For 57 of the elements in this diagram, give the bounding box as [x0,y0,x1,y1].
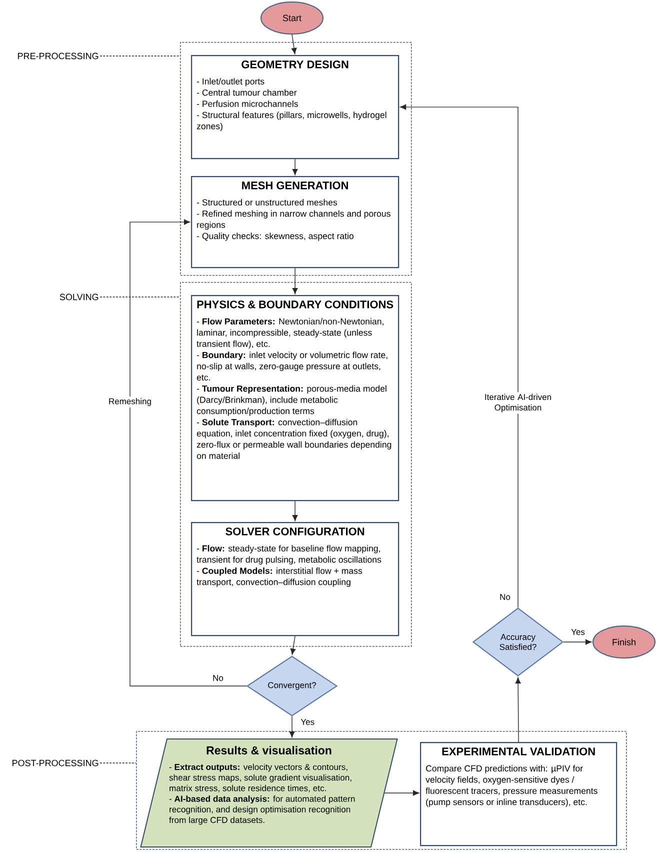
bullet-text: - Coupled Models: interstitial flow + mass transport, convection–diffusion coupling [196,567,362,587]
bullet-text: - Inlet/outlet ports [196,78,264,86]
arrow [290,636,296,655]
branch-label: No [500,594,510,600]
arrow [289,716,295,738]
bullet-text: - Refined meshing in narrow channels and porous regions [196,210,390,230]
bullet-text: - Perfusion microchannels [196,100,298,107]
process-box [420,742,618,846]
box-heading: GEOMETRY DESIGN [242,60,348,68]
dashed-group-frame [180,42,412,276]
dashed-group-frame [180,282,412,647]
bullet-text: - AI-based data analysis: for automated pattern recognition, and design optimisation recognition from large CFD datasets. [169,796,355,825]
bullet-text: Compare CFD predictions with: µPIV for velocity fields, oxygen-sensitive dyes / fluorescent tracers, pressure measurements (pump sensors or inline transducers), etc. [426,765,598,807]
arrow [515,677,521,742]
branch-label: No [213,675,224,681]
node-text: Accuracy Satisfied? [500,634,536,650]
box-heading: MESH GENERATION [242,182,348,190]
box-heading: Results & visualisation [206,746,332,754]
box-heading: PHYSICS & BOUNDARY CONDITIONS [197,300,394,308]
bullet-text: - Central tumour chamber [196,89,297,96]
node-text: Start [282,14,302,22]
edge-label: Iterative AI-driven Optimisation [485,394,551,412]
leader-line [100,296,180,298]
arrow [292,268,298,294]
edge-label: Remeshing [109,398,151,406]
terminal-ellipse [592,626,656,658]
section-label: POST-PROCESSING [12,760,98,766]
bullet-text: - Quality checks: skewness, aspect ratio [196,232,354,241]
dashed-group-frame [136,731,627,850]
terminal-ellipse [260,2,324,34]
arrow [130,219,247,686]
arrow [291,34,297,54]
arrow [384,790,420,796]
arrow [292,500,298,522]
section-label: PRE-PROCESSING [18,52,98,60]
bullet-text: - Flow Parameters: Newtonian/non-Newtonian, laminar, incompressible, steady-state (unless transient flow), etc. [196,318,384,349]
process-box [191,295,400,502]
arrow [563,639,592,645]
bullet-text: - Extract outputs: velocity vectors & contours, shear stress maps, solute gradient visualisation, matrix stress, solute residence times, etc. [169,764,352,792]
arrow [400,104,518,608]
box-heading: SOLVER CONFIGURATION [226,528,364,536]
process-box [191,176,400,268]
process-box [191,522,400,636]
arrow [292,158,298,176]
bullet-text: - Structural features (pillars, microwells, hydrogel zones) [196,112,386,132]
data-parallelogram [140,738,398,848]
leader-line [100,762,136,764]
edge-label: Yes [571,629,585,635]
edge-label: Yes [300,719,314,725]
bullet-text: - Solute Transport: convection–diffusion equation, inlet concentration fixed (oxygen, drug), zero-flux or permeable wall boundaries depending on material [196,418,392,459]
bullet-text: - Structured or unstructured meshes [196,199,338,206]
box-heading: EXPERIMENTAL VALIDATION [442,748,595,756]
process-box [191,55,400,160]
node-text: Finish [612,638,636,646]
section-label: SOLVING [60,294,98,300]
bullet-text: - Boundary: inlet velocity or volumetric flow rate, no-slip at walls, zero-gauge pressure at outlets, etc. [196,352,388,380]
node-text: Convergent? [268,682,316,690]
